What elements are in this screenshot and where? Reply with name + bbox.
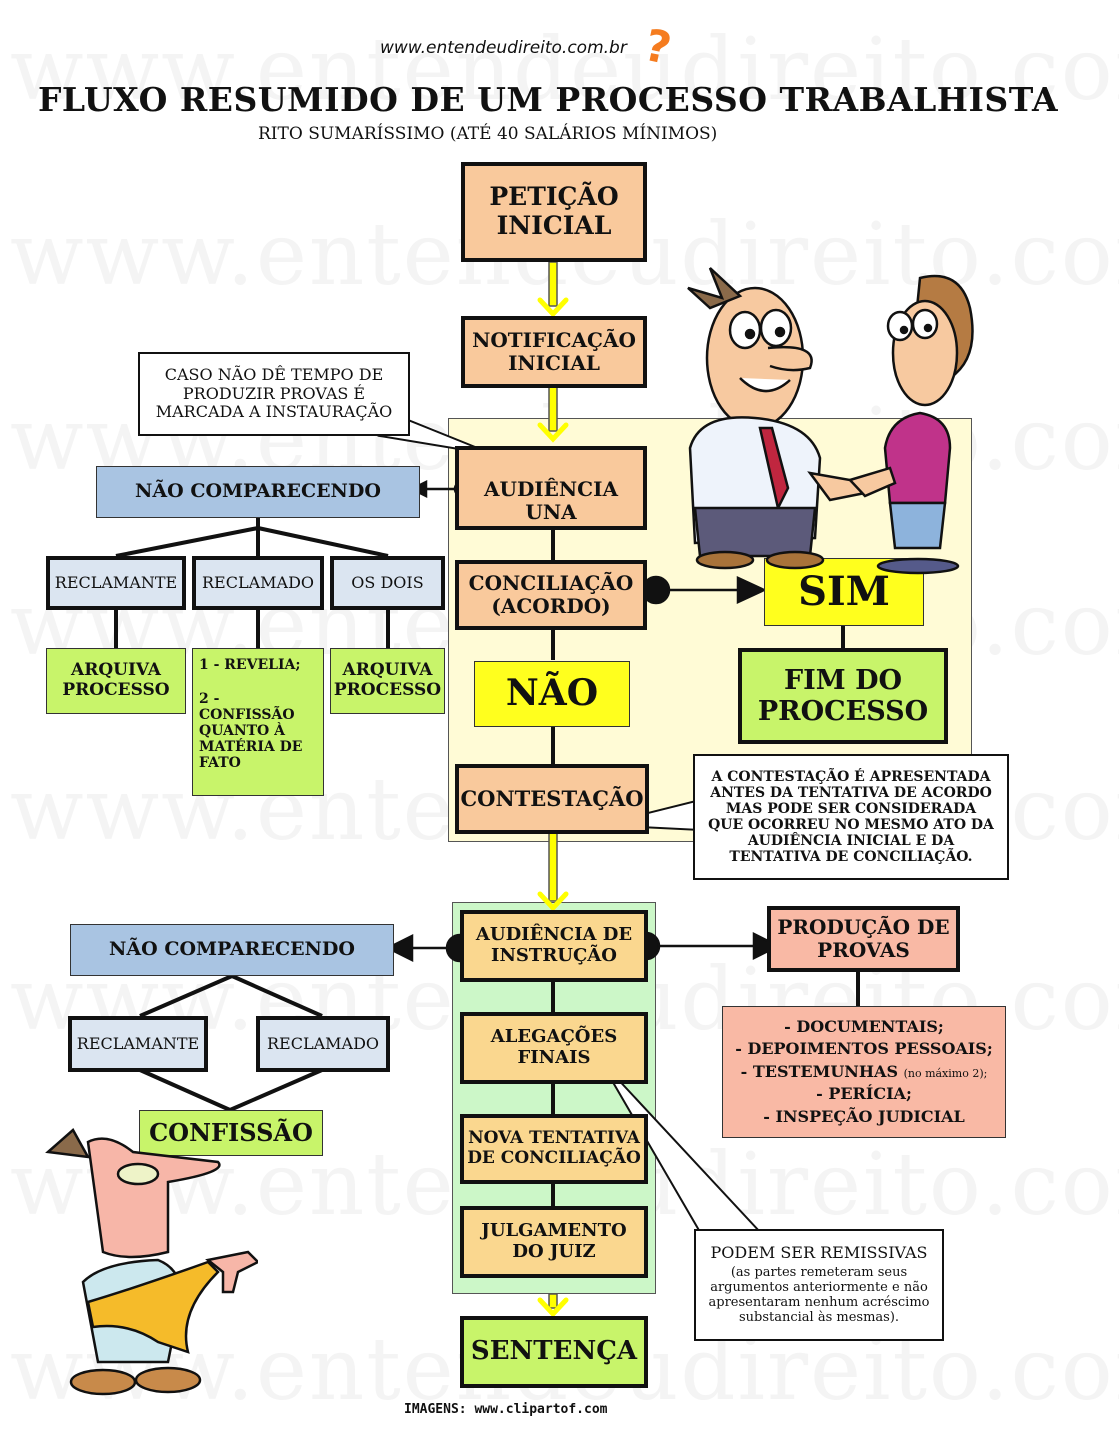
note-remissivas-title: PODEM SER REMISSIVAS	[710, 1243, 928, 1263]
reclamado-instrucao-label: RECLAMADO	[266, 1033, 380, 1053]
confissao-label: CONFISSÃO	[149, 1118, 313, 1148]
sentenca-label: SENTENÇA	[470, 1336, 638, 1367]
contestacao-label: CONTESTAÇÃO	[460, 785, 644, 811]
arquiva-reclamante-label: ARQUIVA PROCESSO	[62, 660, 170, 700]
revelia-text: 1 - REVELIA;	[199, 657, 301, 673]
note-instauracao-text: CASO NÃO DÊ TEMPO DE PRODUZIR PROVAS É M…	[155, 365, 393, 422]
watermark: www.entendeudireito.com.br	[10, 20, 1119, 120]
nova-tentativa-label: NOVA TENTATIVA DE CONCILIAÇÃO	[467, 1128, 641, 1168]
roman-thumbs-down-cartoon	[45, 1128, 258, 1396]
nao-comparecendo-instrucao-box: NÃO COMPARECENDO	[70, 924, 394, 976]
provas-item: - DEPOIMENTOS PESSOAIS;	[735, 1039, 993, 1059]
provas-item: - TESTEMUNHAS (no máximo 2);	[740, 1061, 988, 1081]
nao-comparecendo-instrucao-label: NÃO COMPARECENDO	[109, 938, 355, 961]
note-contestacao-text: A CONTESTAÇÃO É APRESENTADA ANTES DA TEN…	[708, 768, 994, 866]
reclamado-instrucao-box: RECLAMADO	[256, 1016, 390, 1072]
audiencia-una-label: AUDIÊNCIA UNA	[484, 477, 618, 524]
alegacoes-finais-box: ALEGAÇÕES FINAIS	[460, 1012, 648, 1084]
page-subtitle: RITO SUMARÍSSIMO (ATÉ 40 SALÁRIOS MÍNIMO…	[258, 124, 718, 144]
peticao-inicial-box: PETIÇÃO INICIAL	[461, 162, 647, 262]
confissao-box: CONFISSÃO	[139, 1110, 323, 1156]
reclamante-una-box: RECLAMANTE	[46, 556, 186, 610]
note-instauracao: CASO NÃO DÊ TEMPO DE PRODUZIR PROVAS É M…	[138, 352, 410, 436]
fim-processo-label: FIM DO PROCESSO	[757, 664, 929, 727]
note-remissivas: PODEM SER REMISSIVAS (as partes remetera…	[694, 1229, 944, 1341]
contestacao-box: CONTESTAÇÃO	[455, 764, 649, 834]
producao-provas-label: PRODUÇÃO DE PROVAS	[777, 915, 950, 962]
handshake-cartoon	[687, 267, 974, 575]
confissao-materia-text: 2 - CONFISSÃO QUANTO À MATÉRIA DE FATO	[199, 691, 303, 772]
provas-item: - INSPEÇÃO JUDICIAL	[763, 1106, 965, 1126]
nao-comparecendo-una-label: NÃO COMPARECENDO	[135, 480, 381, 503]
julgamento-label: JULGAMENTO DO JUIZ	[481, 1220, 627, 1262]
fim-processo-box: FIM DO PROCESSO	[738, 648, 948, 744]
note-contestacao: A CONTESTAÇÃO É APRESENTADA ANTES DA TEN…	[693, 754, 1009, 880]
reclamante-instrucao-label: RECLAMANTE	[76, 1033, 200, 1053]
notificacao-inicial-box: NOTIFICAÇÃO INICIAL	[461, 316, 647, 388]
arquiva-os-dois-box: ARQUIVA PROCESSO	[330, 648, 445, 714]
provas-item: - PERÍCIA;	[816, 1084, 912, 1104]
arquiva-os-dois-label: ARQUIVA PROCESSO	[333, 660, 442, 700]
julgamento-box: JULGAMENTO DO JUIZ	[460, 1206, 648, 1278]
audiencia-instrucao-label: AUDIÊNCIA DE INSTRUÇÃO	[475, 924, 633, 966]
provas-item: - DOCUMENTAIS;	[784, 1017, 944, 1037]
alegacoes-finais-label: ALEGAÇÕES FINAIS	[490, 1026, 618, 1068]
reclamado-una-box: RECLAMADO	[192, 556, 324, 610]
conciliacao-label: CONCILIAÇÃO (ACORDO)	[468, 571, 634, 618]
sentenca-box: SENTENÇA	[460, 1316, 648, 1388]
nao-box: NÃO	[474, 661, 630, 727]
conciliacao-box: CONCILIAÇÃO (ACORDO)	[455, 560, 647, 630]
peticao-inicial-label: PETIÇÃO INICIAL	[489, 182, 619, 240]
provas-list: - DOCUMENTAIS; - DEPOIMENTOS PESSOAIS; -…	[722, 1006, 1006, 1138]
nova-tentativa-box: NOVA TENTATIVA DE CONCILIAÇÃO	[460, 1114, 648, 1184]
nao-label: NÃO	[505, 672, 599, 715]
page-title: FLUXO RESUMIDO DE UM PROCESSO TRABALHIST…	[38, 80, 1059, 119]
audiencia-una-box: AUDIÊNCIA UNA	[455, 446, 647, 530]
os-dois-una-box: OS DOIS	[330, 556, 445, 610]
producao-provas-box: PRODUÇÃO DE PROVAS	[767, 906, 960, 972]
reclamado-result-box: 1 - REVELIA; 2 - CONFISSÃO QUANTO À MATÉ…	[192, 648, 324, 796]
reclamante-una-label: RECLAMANTE	[54, 572, 178, 592]
audiencia-instrucao-box: AUDIÊNCIA DE INSTRUÇÃO	[460, 910, 648, 982]
sim-label: SIM	[798, 568, 890, 615]
reclamante-instrucao-box: RECLAMANTE	[68, 1016, 208, 1072]
site-url[interactable]: www.entendeudireito.com.br	[380, 38, 627, 58]
os-dois-una-label: OS DOIS	[351, 572, 424, 592]
reclamado-una-label: RECLAMADO	[201, 572, 315, 592]
image-credits[interactable]: IMAGENS: www.clipartof.com	[404, 1402, 608, 1417]
nao-comparecendo-una-box: NÃO COMPARECENDO	[96, 466, 420, 518]
note-remissivas-body: (as partes remeteram seus argumentos ant…	[708, 1264, 930, 1325]
arquiva-reclamante-box: ARQUIVA PROCESSO	[46, 648, 186, 714]
notificacao-inicial-label: NOTIFICAÇÃO INICIAL	[472, 328, 636, 375]
